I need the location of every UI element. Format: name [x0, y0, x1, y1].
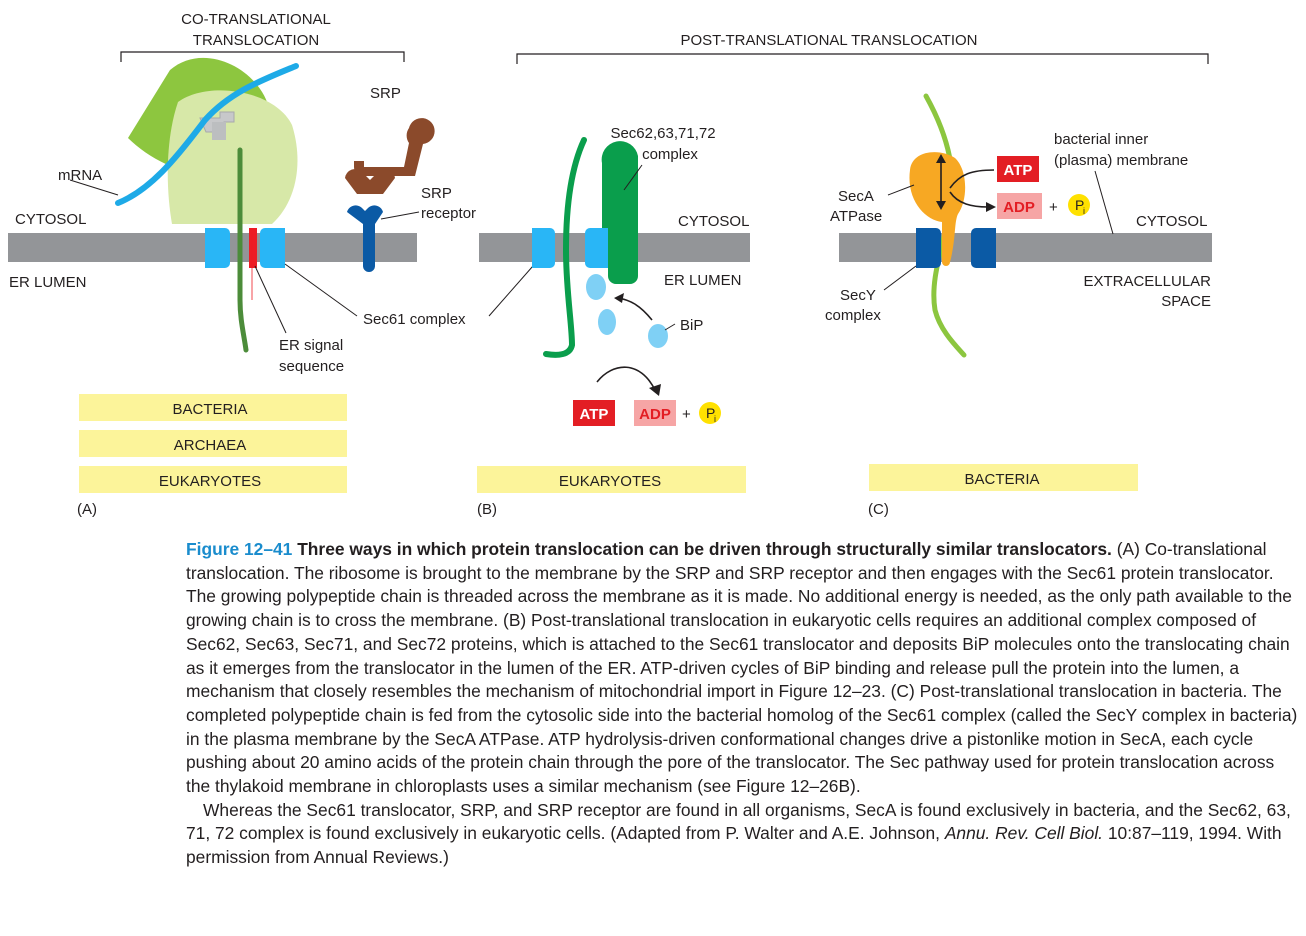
sec62-complex-icon	[601, 141, 638, 284]
pi-icon-b: P i	[699, 402, 721, 424]
membrane-label-line1: bacterial inner	[1054, 131, 1148, 148]
organism-box-archaea	[79, 430, 347, 457]
pi-icon-c: P i	[1068, 194, 1090, 216]
seca-label-line2: ATPase	[830, 208, 882, 225]
extracellular-label-line1: EXTRACELLULAR	[1083, 273, 1211, 290]
post-translational-bracket: POST-TRANSLATIONAL TRANSLOCATION	[516, 32, 1209, 64]
plus-c: +	[1049, 199, 1058, 216]
polypeptide-c	[923, 93, 967, 358]
organism-bacteria-c: BACTERIA	[964, 471, 1039, 488]
sec61-channel-b-left	[532, 228, 555, 268]
plus-b: +	[682, 406, 691, 423]
sec62-complex-label-line2: complex	[642, 146, 698, 163]
seca-icon	[909, 152, 966, 266]
membrane-label-line2: (plasma) membrane	[1054, 152, 1188, 169]
ribosome-icon	[128, 57, 298, 225]
sec62-complex-label-line1: Sec62,63,71,72	[610, 125, 715, 142]
atp-chip-b: ATP	[573, 400, 615, 426]
organism-box-bacteria-c	[869, 464, 1138, 491]
svg-text:i: i	[714, 414, 716, 424]
plasma-membrane-c	[839, 233, 1212, 262]
bip-label: BiP	[680, 317, 703, 334]
sec61-label: Sec61 complex	[363, 311, 466, 328]
cytosol-label-b: CYTOSOL	[678, 213, 749, 230]
bip-icon-1	[586, 274, 606, 300]
organism-box-eukaryotes-a	[79, 466, 347, 493]
extracellular-label-line2: SPACE	[1161, 293, 1211, 310]
svg-text:P: P	[706, 405, 715, 421]
post-translational-heading: POST-TRANSLATIONAL TRANSLOCATION	[681, 32, 978, 49]
svg-text:ATP: ATP	[580, 406, 609, 423]
organism-box-bacteria-a	[79, 394, 347, 421]
organism-box-eukaryotes-b	[477, 466, 746, 493]
seca-label-line1: SecA	[838, 188, 874, 205]
adp-chip-b: ADP	[634, 400, 676, 426]
organism-bacteria-a: BACTERIA	[172, 401, 247, 418]
adp-chip-c: ADP	[997, 193, 1042, 219]
svg-text:P: P	[1075, 197, 1084, 213]
caption-title: Three ways in which protein translocatio…	[297, 539, 1112, 559]
caption-paragraph-1: Figure 12–41 Three ways in which protein…	[186, 538, 1298, 799]
er-signal-label-line1: ER signal	[279, 337, 343, 354]
mrna-strand	[115, 63, 299, 206]
panel-tag-c: (C)	[868, 501, 889, 518]
er-lumen-label-b: ER LUMEN	[664, 272, 742, 289]
bip-icon-2	[598, 309, 616, 335]
caption-journal: Annu. Rev. Cell Biol.	[944, 823, 1104, 844]
cytosol-label-a: CYTOSOL	[15, 211, 86, 228]
nascent-polypeptide	[237, 147, 249, 353]
organism-archaea: ARCHAEA	[174, 437, 247, 454]
secy-channel-right	[971, 228, 996, 268]
figure-caption: Figure 12–41 Three ways in which protein…	[186, 538, 1298, 870]
caption-para2-start: Whereas the Sec61 translocator, SRP, and…	[186, 799, 1291, 844]
caption-body: (A) Co-translational translocation. The …	[186, 539, 1298, 797]
svg-text:ATP: ATP	[1004, 162, 1033, 179]
co-translational-bracket: CO-TRANSLATIONAL TRANSLOCATION	[120, 11, 405, 62]
srp-icon	[345, 118, 435, 194]
svg-text:ADP: ADP	[639, 406, 671, 423]
co-translational-heading-line2: TRANSLOCATION	[193, 32, 319, 49]
organism-eukaryotes-a: EUKARYOTES	[159, 473, 261, 490]
panel-a: mRNA SRP SRP receptor CYTOSOL ER LUMEN S…	[8, 57, 541, 518]
panel-c: ATP ADP + P i bacterial inner (plasma) m…	[825, 93, 1212, 518]
polypeptide-b	[543, 137, 587, 358]
caption-figure-number: Figure 12–41	[186, 539, 293, 559]
cytosol-label-c: CYTOSOL	[1136, 213, 1207, 230]
sec61-channel-b-right	[585, 228, 608, 268]
panel-b: BiP ATP ADP + P i Sec62,63,71,72 complex…	[477, 125, 750, 518]
caption-para2-end: 10:87–119, 1994. With permission from An…	[186, 823, 1282, 868]
panel-tag-b: (B)	[477, 501, 497, 518]
atp-chip-c: ATP	[997, 156, 1039, 182]
secy-label-line1: SecY	[840, 287, 876, 304]
secy-label-line2: complex	[825, 307, 881, 324]
translocation-figure: CO-TRANSLATIONAL TRANSLOCATION POST-TRAN…	[8, 11, 1212, 518]
mrna-label: mRNA	[58, 167, 102, 184]
svg-text:ADP: ADP	[1003, 199, 1035, 216]
bip-icon-3	[648, 324, 668, 348]
srp-label: SRP	[370, 85, 401, 102]
caption-paragraph-2: Whereas the Sec61 translocator, SRP, and…	[186, 799, 1298, 870]
co-translational-heading-line1: CO-TRANSLATIONAL	[181, 11, 331, 28]
srp-receptor-label-line2: receptor	[421, 205, 476, 222]
sec61-channel-a	[205, 228, 285, 268]
svg-text:i: i	[1083, 206, 1085, 216]
panel-tag-a: (A)	[77, 501, 97, 518]
secy-channel-left	[916, 228, 941, 268]
srp-receptor-label-line1: SRP	[421, 185, 452, 202]
organism-eukaryotes-b: EUKARYOTES	[559, 473, 661, 490]
srp-receptor-icon	[347, 205, 383, 272]
er-signal-label-line2: sequence	[279, 358, 344, 375]
er-lumen-label-a: ER LUMEN	[9, 274, 87, 291]
